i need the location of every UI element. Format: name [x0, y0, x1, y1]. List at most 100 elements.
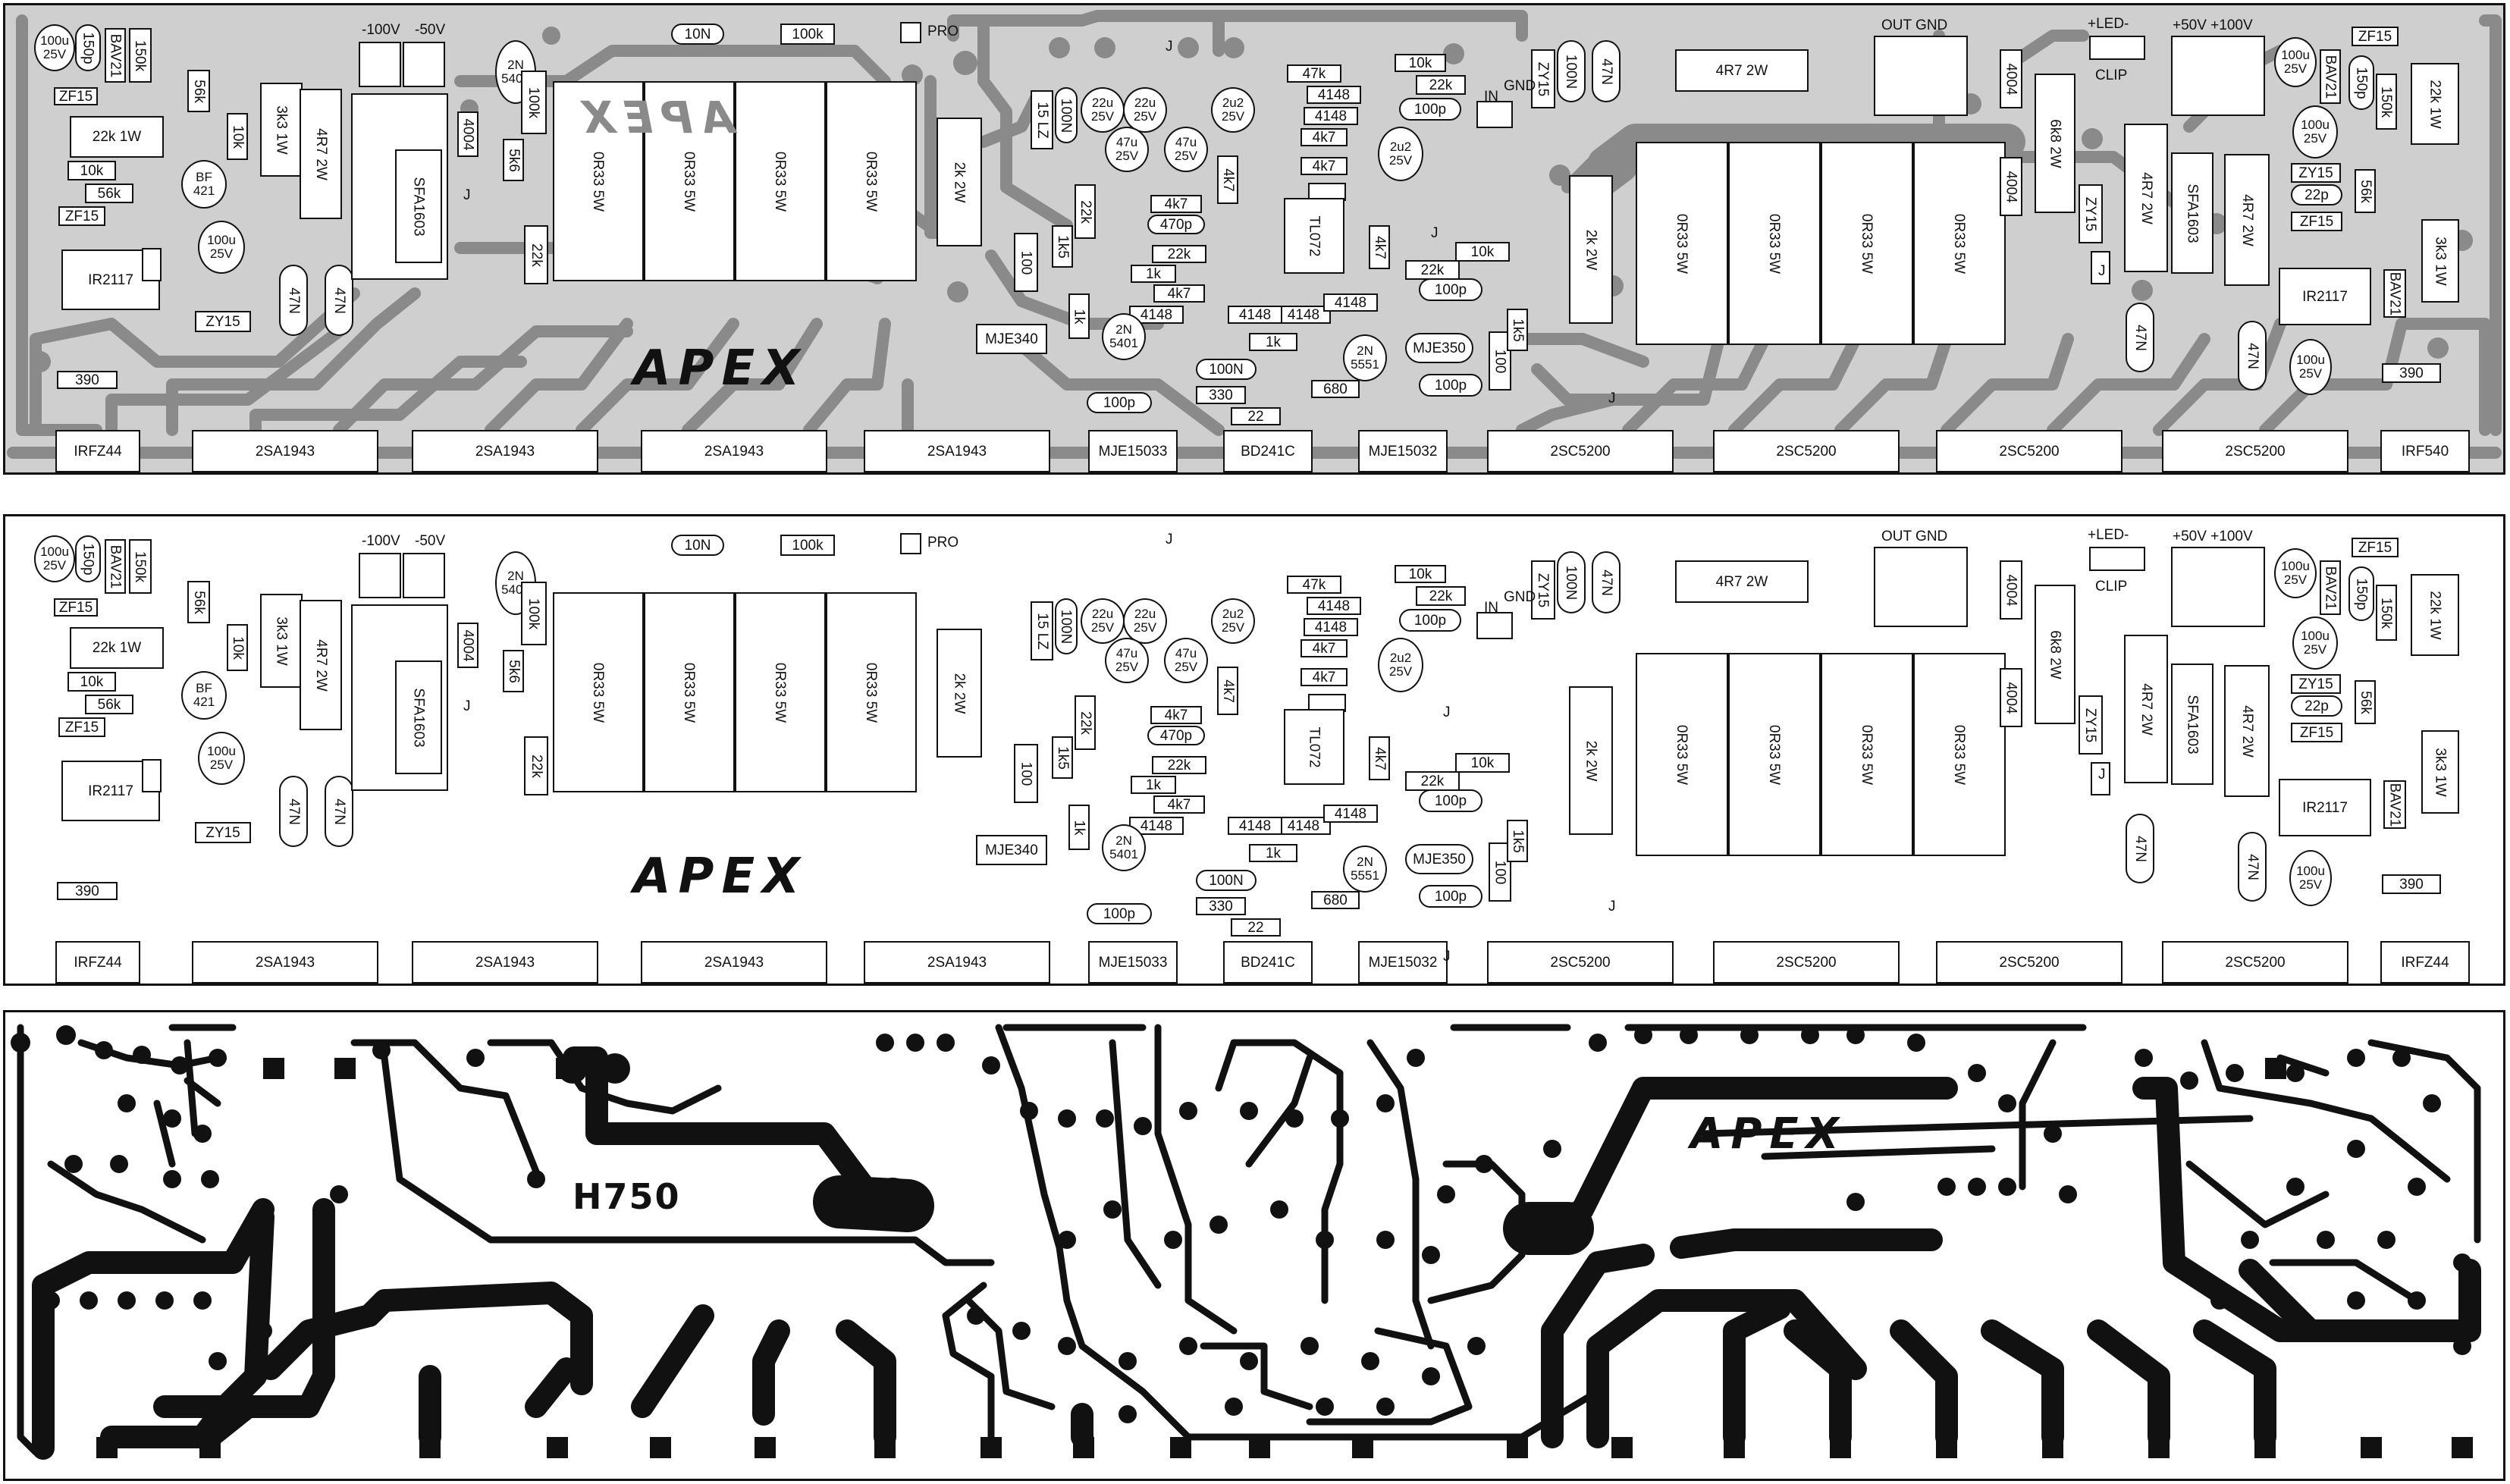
component-label: 47u	[1115, 646, 1138, 661]
component-label: 22	[1247, 919, 1264, 936]
component-c73: 680	[1311, 380, 1360, 398]
jumper-label: J	[1608, 391, 1616, 406]
transistor-label: 2SC5200	[1999, 954, 2060, 971]
component-c88: ZY15	[1531, 560, 1555, 620]
component-label: 4004	[2003, 170, 2019, 203]
component-c104: 4R7 2W	[2124, 124, 2168, 272]
component-label: 470p	[1159, 216, 1193, 233]
component-label: ZF15	[2358, 539, 2392, 556]
component-label: 2k 2W	[951, 673, 968, 714]
component-label: 2N	[1357, 855, 1373, 870]
pcb-bottom-copper-panel: H750 APEX	[3, 1010, 2505, 1481]
transistor-label: 2SA1943	[704, 443, 764, 460]
component-c27: 5k6	[503, 650, 524, 692]
component-c126	[142, 759, 162, 792]
component-label: 2k 2W	[1583, 740, 1599, 781]
component-c110: 150p	[2348, 55, 2374, 110]
component-c119: IR2117	[2279, 779, 2371, 836]
component-c35	[900, 22, 921, 43]
component-label: 4R7 2W	[2138, 682, 2154, 736]
component-label: 4148	[1317, 86, 1351, 103]
component-c66: 4148	[1276, 306, 1331, 324]
silk-label: OUT GND	[1881, 529, 1948, 544]
transistor-tab: 2SC5200	[1713, 941, 1900, 984]
component-label: 150p	[80, 542, 96, 576]
component-c97	[1874, 36, 1968, 116]
component-c6: 56k	[187, 70, 210, 112]
component-label: 150p	[2353, 66, 2370, 99]
component-label: 2u2	[1389, 651, 1412, 666]
component-c111: 150k	[2376, 585, 2397, 641]
component-label: 1k	[1071, 819, 1087, 836]
component-c33: 10N	[671, 535, 724, 556]
component-label: 0R33 5W	[1951, 724, 1968, 785]
component-c59: 4148	[1307, 86, 1361, 104]
component-label: TL072	[1306, 726, 1322, 767]
transistor-label: 2SA1943	[255, 443, 315, 460]
component-label: 100N	[1209, 872, 1244, 889]
component-label: 100p	[1413, 101, 1447, 118]
component-c65: 4k7	[1369, 736, 1390, 780]
component-label: 100p	[1103, 394, 1136, 411]
component-label: 47k	[1302, 576, 1326, 593]
component-c38: 15 LZ	[1031, 90, 1053, 149]
component-label: 1k	[1265, 845, 1282, 861]
component-label: 0R33 5W	[681, 151, 698, 212]
component-c9: 3k3 1W	[260, 83, 303, 177]
component-label: 22k	[528, 243, 544, 267]
component-c37: 390	[57, 882, 118, 900]
transistor-label: 2SC5200	[2225, 954, 2286, 971]
component-c84: MJE350	[1405, 844, 1473, 874]
silk-label: CLIP	[2095, 579, 2128, 595]
component-label: 5551	[1351, 868, 1379, 883]
component-label: 1k	[1145, 265, 1162, 282]
component-label: 100u	[2296, 353, 2325, 368]
component-c61: 4k7	[1300, 639, 1348, 657]
component-c65: 4k7	[1369, 225, 1390, 269]
component-label: 150k	[2378, 597, 2395, 629]
component-c69: 1k	[1249, 844, 1297, 862]
component-label: 10k	[1470, 755, 1495, 771]
board-model-label: H750	[573, 1176, 681, 1217]
component-label: 2N	[507, 58, 524, 73]
component-label: 22k	[528, 754, 544, 778]
component-label: 47N	[2244, 342, 2261, 369]
component-c19: 47N	[325, 265, 353, 336]
component-c39: 100N	[1055, 598, 1078, 654]
transistor-label: MJE15032	[1368, 443, 1438, 460]
component-c67: 4148	[1228, 306, 1282, 324]
component-c45: 4k7	[1217, 155, 1238, 204]
component-label: 22k 1W	[92, 129, 142, 145]
component-c8: 10k	[227, 624, 248, 671]
component-c68: 4148	[1323, 805, 1378, 823]
component-label: ZF15	[2299, 724, 2334, 741]
silk-label: CLIP	[2095, 67, 2128, 83]
component-c24: 4004	[457, 111, 478, 157]
component-label: 25V	[1115, 149, 1139, 163]
component-c112: 22k 1W	[2411, 574, 2459, 656]
component-label: 22	[1247, 408, 1264, 425]
component-label: 2N	[1115, 833, 1132, 849]
component-label: 1k5	[1509, 318, 1526, 342]
component-c89: 100N	[1557, 40, 1586, 102]
component-label: 4148	[1140, 817, 1173, 834]
component-label: 47u	[1175, 646, 1197, 661]
transistor-tab: 2SA1943	[412, 430, 598, 472]
component-label: 100N	[1209, 361, 1244, 378]
transistor-tab: 2SC5200	[1713, 430, 1900, 472]
component-label: ZF15	[58, 88, 93, 105]
component-label: 4148	[1314, 619, 1348, 635]
component-c114: ZY15	[2291, 674, 2341, 694]
component-label: ZF15	[64, 208, 99, 224]
component-label: 22k	[1167, 246, 1191, 262]
component-c102	[2089, 547, 2145, 571]
component-label: 100	[1492, 860, 1508, 884]
